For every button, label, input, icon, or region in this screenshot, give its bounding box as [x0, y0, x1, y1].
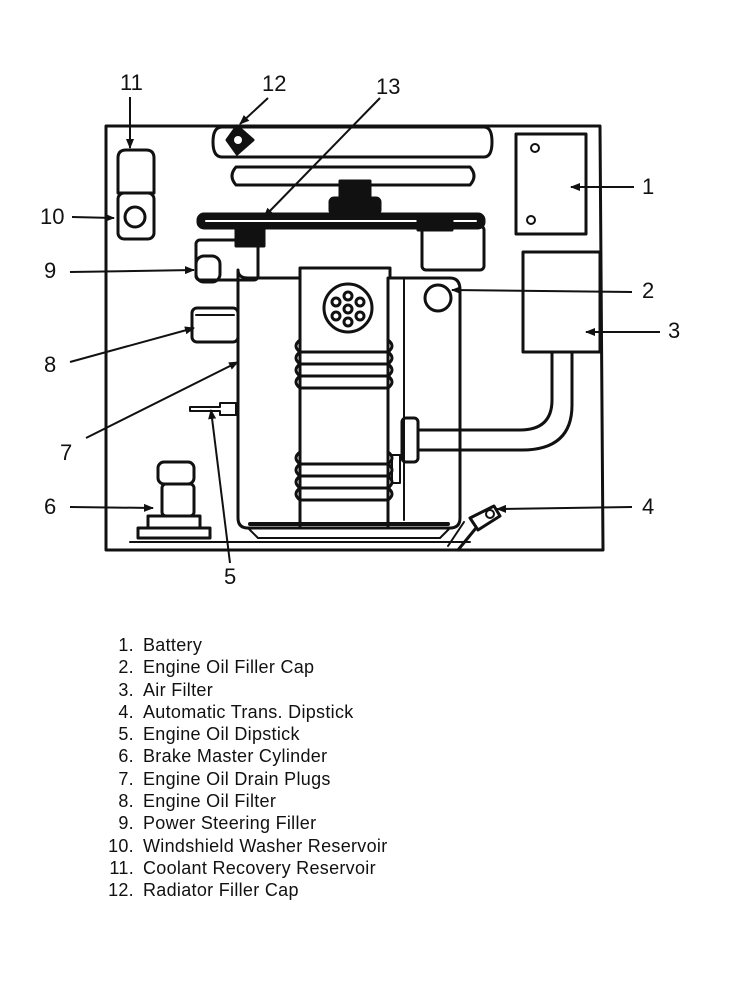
legend-label: Engine Oil Filler Cap [143, 657, 315, 678]
legend-label: Power Steering Filler [143, 813, 317, 834]
legend-label: Automatic Trans. Dipstick [143, 701, 354, 722]
callout-10: 10 [40, 204, 64, 229]
oil-filler-cap-shape [423, 283, 453, 313]
engine-ribs-shape [294, 338, 401, 502]
legend-label: Engine Oil Drain Plugs [143, 768, 331, 789]
callout-6: 6 [44, 494, 56, 519]
callout-11: 11 [120, 70, 143, 95]
legend-item: 11. Coolant Recovery Reservoir [100, 857, 388, 879]
callout-5: 5 [224, 564, 236, 589]
legend-label: Radiator Filler Cap [143, 880, 299, 901]
callout-4: 4 [642, 494, 654, 519]
legend-item: 7. Engine Oil Drain Plugs [100, 768, 388, 790]
trans-dipstick-shape [447, 504, 502, 552]
legend-number: 5. [118, 724, 134, 745]
oil-dipstick-shape [189, 402, 237, 416]
legend-number: 11. [109, 857, 134, 878]
legend-label: Windshield Washer Reservoir [143, 835, 388, 856]
washer-reservoir-shape [116, 191, 156, 241]
legend-number: 9. [118, 813, 134, 834]
callout-12: 12 [262, 71, 286, 96]
legend-item: 12. Radiator Filler Cap [100, 879, 388, 901]
brake-master-cylinder-shape [136, 460, 212, 540]
legend-item: 3. Air Filter [100, 679, 388, 701]
legend-number: 4. [118, 701, 134, 722]
legend-number: 8. [118, 791, 134, 812]
legend-label: Engine Oil Filter [143, 791, 277, 812]
oil-filter-shape [190, 306, 240, 344]
legend-number: 10. [108, 835, 134, 856]
distributor-shape [322, 282, 374, 334]
radiator-filler-cap-shape [211, 124, 494, 159]
callout-9: 9 [44, 258, 56, 283]
air-filter-shape [521, 250, 602, 354]
legend-label: Coolant Recovery Reservoir [143, 857, 376, 878]
legend-number: 6. [118, 746, 134, 767]
legend-number: 1. [118, 635, 134, 655]
legend-item: 6. Brake Master Cylinder [100, 745, 388, 767]
battery-shape [514, 132, 588, 236]
callout-1: 1 [642, 174, 654, 199]
legend-label: Air Filter [143, 679, 213, 700]
legend-number: 12. [108, 880, 134, 901]
fan-shape [230, 165, 476, 187]
legend-list: 1. Battery 2. Engine Oil Filler Cap 3. Air … [100, 634, 388, 902]
legend-label: Engine Oil Dipstick [143, 724, 300, 745]
legend-item: 9. Power Steering Filler [100, 812, 388, 834]
callout-2: 2 [642, 278, 654, 303]
legend-item: 5. Engine Oil Dipstick [100, 723, 388, 745]
legend-item: 1. Battery [100, 634, 388, 656]
legend-number: 2. [118, 657, 134, 678]
coolant-recovery-reservoir-shape [116, 148, 156, 195]
legend-label: Brake Master Cylinder [143, 746, 328, 767]
leader-lines [69, 97, 660, 564]
legend-item: 8. Engine Oil Filter [100, 790, 388, 812]
legend-number: 3. [118, 679, 134, 700]
legend-item: 2. Engine Oil Filler Cap [100, 656, 388, 678]
callout-13: 13 [376, 74, 400, 99]
engine-compartment-diagram: 1 2 3 4 5 6 7 8 9 10 11 12 13 [40, 70, 680, 589]
legend-number: 7. [118, 768, 134, 789]
callout-3: 3 [668, 318, 680, 343]
legend-label: Battery [143, 635, 203, 655]
power-steering-filler-shape [194, 254, 222, 284]
legend-item: 10. Windshield Washer Reservoir [100, 835, 388, 857]
legend-item: 4. Automatic Trans. Dipstick [100, 701, 388, 723]
callout-7: 7 [60, 440, 72, 465]
callout-8: 8 [44, 352, 56, 377]
air-duct-shape [416, 350, 554, 432]
